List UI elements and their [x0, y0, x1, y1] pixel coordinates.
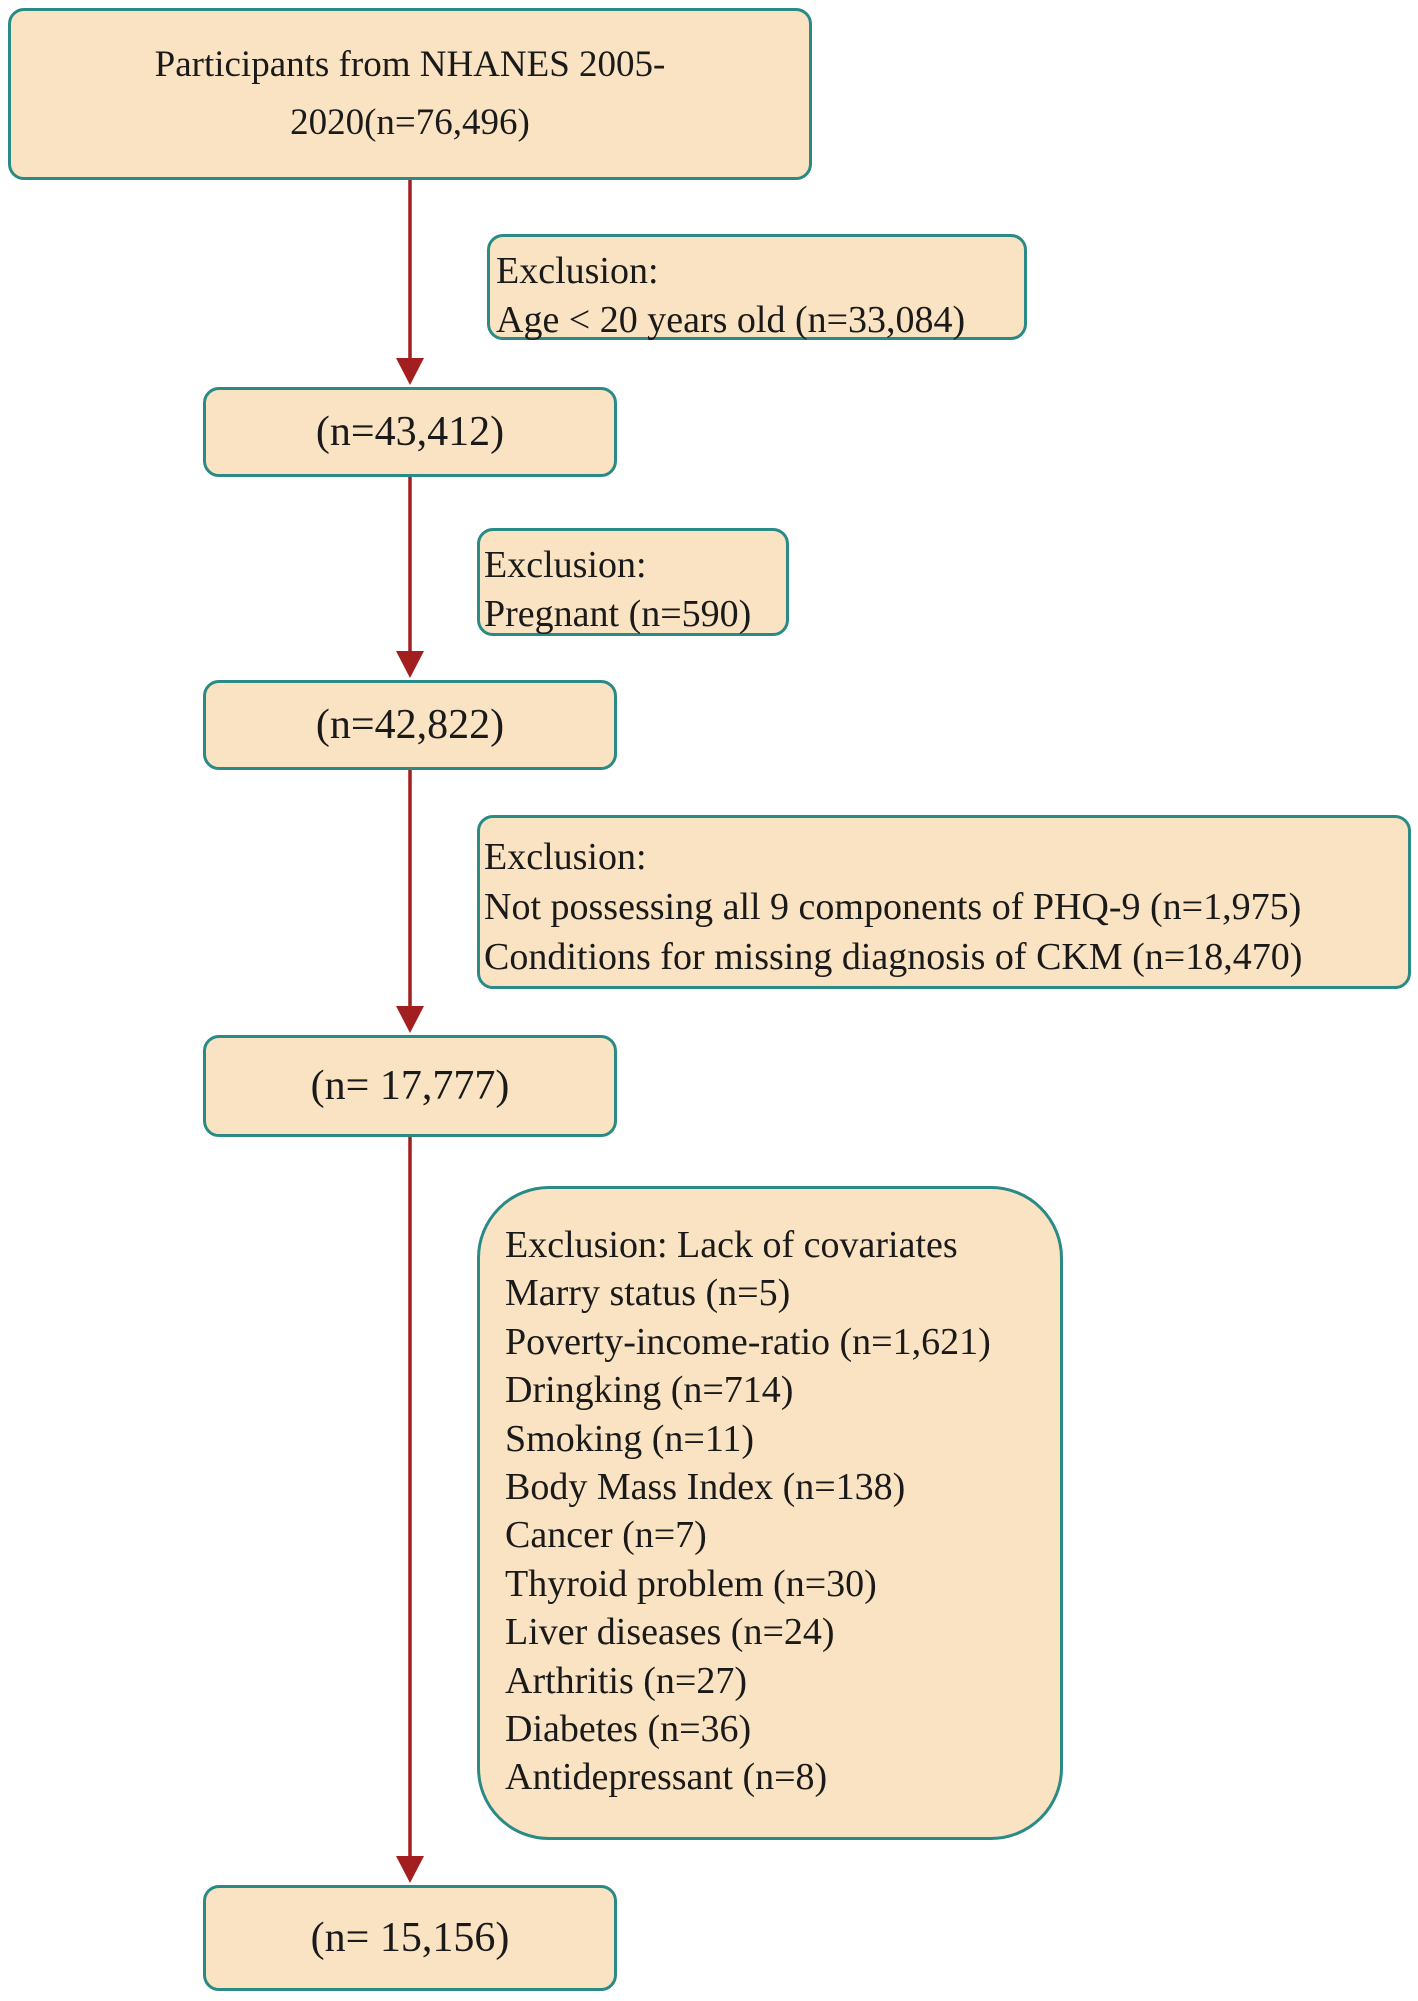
covariate-item: Smoking (n=11)	[505, 1417, 755, 1460]
count-label: (n=42,822)	[315, 702, 505, 748]
arrow-2	[396, 477, 424, 678]
exclusion-box-phq-ckm: Exclusion: Not possessing all 9 componen…	[477, 815, 1411, 989]
exclusion-box-pregnant: Exclusion: Pregnant (n=590)	[477, 528, 789, 636]
count-label: (n= 17,777)	[310, 1063, 510, 1109]
count-box-after-phq: (n= 17,777)	[203, 1035, 617, 1137]
covariate-item: Thyroid problem (n=30)	[505, 1562, 877, 1605]
exclusion-heading: Exclusion:	[484, 544, 647, 586]
exclusion-item: Age < 20 years old (n=33,084)	[496, 299, 966, 341]
covariate-item: Cancer (n=7)	[505, 1514, 707, 1557]
exclusion-item: Conditions for missing diagnosis of CKM …	[484, 936, 1303, 978]
participants-line-2: 2020(n=76,496)	[290, 102, 530, 143]
count-label: (n=43,412)	[315, 409, 505, 455]
covariate-item: Body Mass Index (n=138)	[505, 1466, 906, 1509]
participants-box: Participants from NHANES 2005- 2020(n=76…	[8, 8, 812, 180]
exclusion-heading: Exclusion:	[496, 250, 659, 292]
exclusion-box-covariates: Exclusion: Lack of covariates Marry stat…	[477, 1186, 1063, 1840]
count-box-after-age: (n=43,412)	[203, 387, 617, 477]
covariate-item: Dringking (n=714)	[505, 1369, 794, 1412]
arrow-1	[396, 180, 424, 385]
arrow-3	[396, 770, 424, 1033]
covariate-item: Marry status (n=5)	[505, 1272, 791, 1315]
arrow-4	[396, 1137, 424, 1883]
participants-line-1: Participants from NHANES 2005-	[154, 44, 666, 85]
exclusion-item: Pregnant (n=590)	[484, 593, 752, 635]
covariate-item: Diabetes (n=36)	[505, 1708, 752, 1751]
count-box-after-pregnant: (n=42,822)	[203, 680, 617, 770]
count-label: (n= 15,156)	[310, 1915, 510, 1961]
exclusion-heading: Exclusion:	[484, 836, 647, 878]
covariate-item: Poverty-income-ratio (n=1,621)	[505, 1320, 991, 1363]
count-box-final: (n= 15,156)	[203, 1885, 617, 1991]
exclusion-item: Not possessing all 9 components of PHQ-9…	[484, 886, 1302, 928]
exclusion-heading: Exclusion: Lack of covariates	[505, 1224, 958, 1266]
covariate-item: Antidepressant (n=8)	[505, 1756, 828, 1799]
exclusion-box-age: Exclusion: Age < 20 years old (n=33,084)	[487, 234, 1027, 341]
covariate-item: Arthritis (n=27)	[505, 1659, 748, 1702]
covariate-item: Liver diseases (n=24)	[505, 1611, 835, 1654]
